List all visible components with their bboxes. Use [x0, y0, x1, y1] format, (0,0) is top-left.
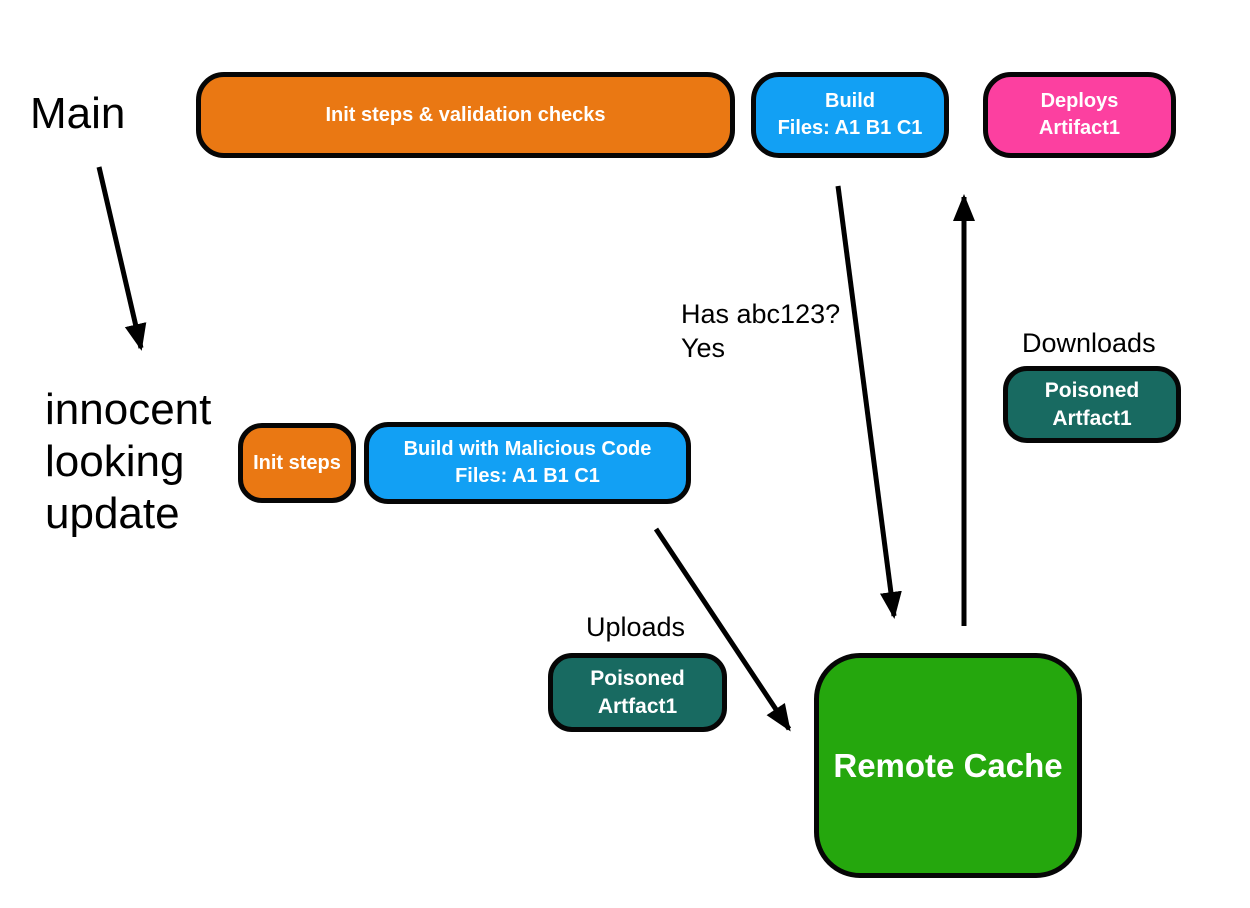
node-build-line2: Files: A1 B1 C1	[777, 117, 923, 139]
node-poisoned-artifact-upload: Poisoned Artfact1	[548, 653, 727, 732]
node-init-validation-label: Init steps & validation checks	[325, 103, 606, 126]
node-poisoned-download-line1: Poisoned	[1044, 378, 1140, 402]
node-poisoned-upload-line2: Artfact1	[597, 694, 678, 718]
node-init-steps-label: Init steps	[253, 451, 341, 474]
uploads-annotation: Uploads	[586, 612, 686, 642]
innocent-update-line2: looking	[45, 437, 185, 486]
node-remote-cache-label: Remote Cache	[833, 746, 1063, 784]
arrow-build-to-cache	[835, 185, 902, 619]
node-deploys-line1: Deploys	[1040, 90, 1119, 112]
node-init-validation: Init steps & validation checks	[196, 72, 735, 158]
node-poisoned-download-line2: Artfact1	[1052, 406, 1132, 430]
arrow-main-to-update	[96, 166, 147, 351]
innocent-update-line1: innocent	[45, 385, 212, 434]
node-build-malicious: Build with Malicious Code Files: A1 B1 C…	[364, 422, 691, 504]
node-remote-cache: Remote Cache	[814, 653, 1082, 878]
has-abc123-annotation: Has abc123? Yes	[681, 297, 840, 365]
node-build-malicious-line2: Files: A1 B1 C1	[455, 465, 600, 487]
innocent-update-line3: update	[45, 489, 180, 538]
downloads-annotation: Downloads	[1022, 328, 1156, 358]
innocent-update-label: innocent looking update	[45, 384, 211, 540]
node-poisoned-artifact-download: Poisoned Artfact1	[1003, 366, 1181, 443]
node-build-malicious-line1: Build with Malicious Code	[403, 438, 652, 460]
node-build-line1: Build	[825, 90, 875, 112]
node-init-steps: Init steps	[238, 423, 356, 503]
node-poisoned-upload-line1: Poisoned	[590, 666, 685, 690]
has-abc123-answer: Yes	[681, 333, 726, 363]
node-deploys: Deploys Artifact1	[983, 72, 1176, 158]
node-build: Build Files: A1 B1 C1	[751, 72, 949, 158]
has-abc123-question: Has abc123?	[681, 299, 841, 329]
node-deploys-line2: Artifact1	[1038, 117, 1121, 139]
main-branch-label: Main	[30, 89, 126, 138]
